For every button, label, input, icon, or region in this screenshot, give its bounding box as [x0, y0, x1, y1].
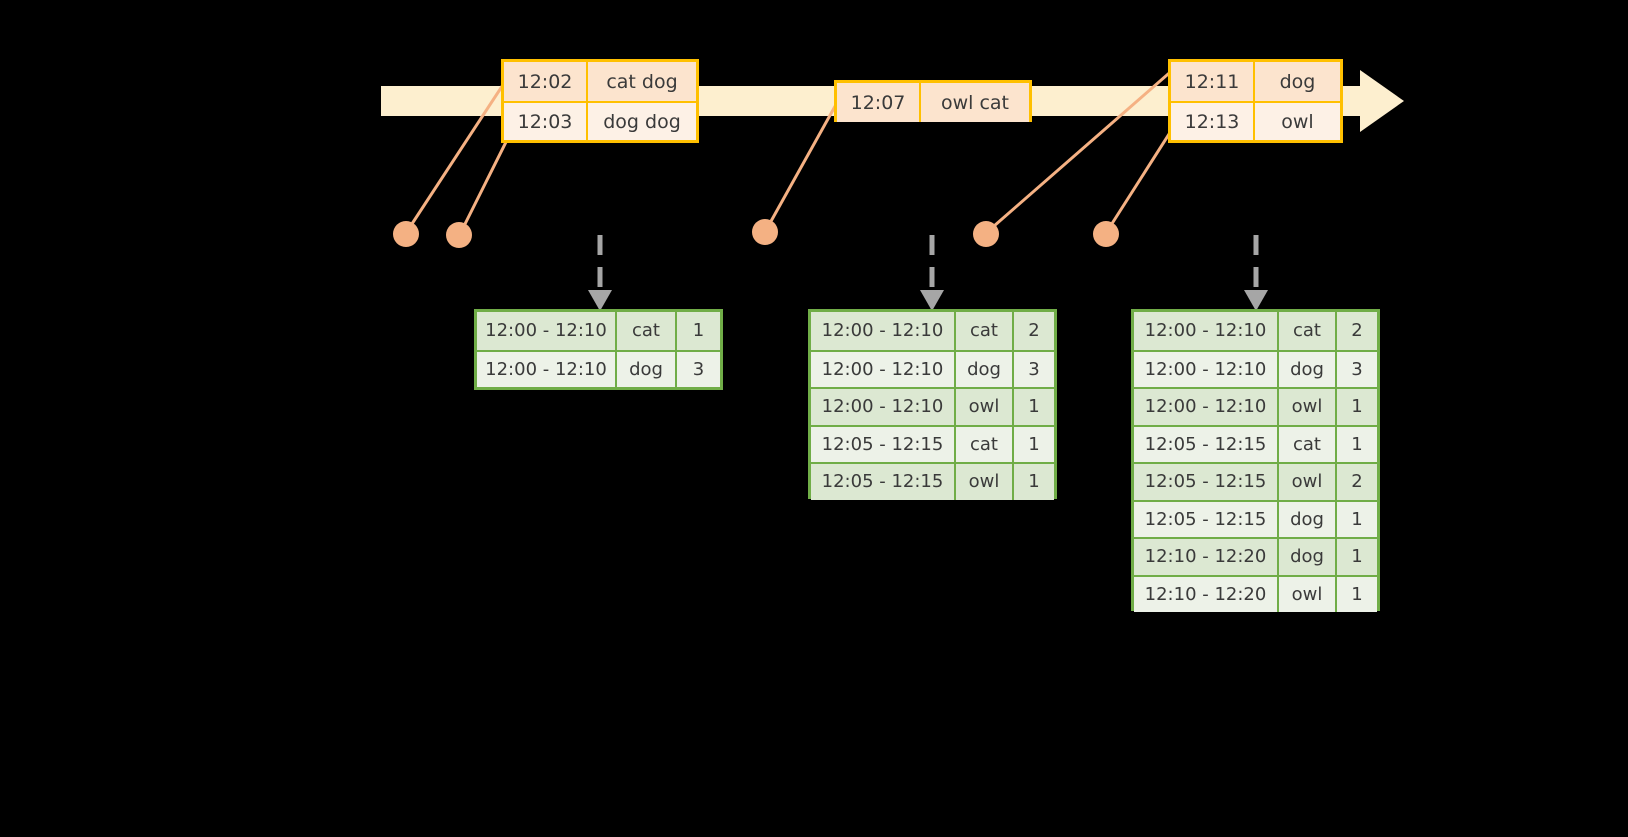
event-words: owl	[1255, 103, 1340, 140]
cell-window: 12:10 - 12:20	[1134, 539, 1279, 575]
cell-window: 12:05 - 12:15	[1134, 501, 1279, 537]
cell-word: dog	[1279, 351, 1337, 387]
cell-word: owl	[956, 389, 1014, 425]
trigger-arrow-1	[588, 235, 612, 311]
cell-count: 2	[1337, 464, 1377, 500]
event-row[interactable]: 12:03 dog dog	[504, 101, 696, 140]
trigger-arrow-2	[920, 235, 944, 311]
cell-count: 3	[1337, 351, 1377, 387]
event-marker-dots	[393, 219, 1119, 248]
event-dot-2	[446, 222, 472, 248]
cell-count: 1	[1337, 576, 1377, 612]
event-time: 12:02	[504, 62, 588, 101]
cell-count: 1	[1337, 539, 1377, 575]
cell-word: cat	[617, 312, 677, 350]
cell-word: owl	[956, 464, 1014, 500]
cell-word: cat	[956, 426, 1014, 462]
table-row[interactable]: 12:10 - 12:20 dog 1	[1134, 537, 1377, 575]
cell-window: 12:00 - 12:10	[811, 389, 956, 425]
table-row[interactable]: 12:00 - 12:10 dog 3	[477, 349, 720, 387]
table-row[interactable]: 12:00 - 12:10 cat 1	[477, 312, 720, 350]
cell-word: dog	[1279, 501, 1337, 537]
cell-count: 1	[1014, 464, 1054, 500]
table-row[interactable]: 12:00 - 12:10 owl 1	[811, 387, 1054, 425]
cell-count: 2	[1337, 312, 1377, 350]
cell-window: 12:05 - 12:15	[1134, 426, 1279, 462]
table-row[interactable]: 12:05 - 12:15 owl 2	[1134, 462, 1377, 500]
event-words: cat dog	[588, 62, 696, 101]
cell-window: 12:00 - 12:10	[1134, 351, 1279, 387]
cell-count: 1	[1337, 389, 1377, 425]
table-row[interactable]: 12:00 - 12:10 cat 2	[811, 312, 1054, 350]
cell-count: 1	[1337, 426, 1377, 462]
cell-count: 1	[1014, 426, 1054, 462]
event-group-1[interactable]: 12:02 cat dog 12:03 dog dog	[501, 59, 699, 143]
event-row[interactable]: 12:13 owl	[1171, 101, 1340, 140]
event-row[interactable]: 12:11 dog	[1171, 62, 1340, 101]
cell-count: 3	[677, 351, 720, 387]
result-table-1[interactable]: 12:00 - 12:10 cat 1 12:00 - 12:10 dog 3	[474, 309, 723, 390]
event-dot-1	[393, 221, 419, 247]
cell-word: dog	[1279, 539, 1337, 575]
cell-window: 12:00 - 12:10	[477, 351, 617, 387]
event-group-2[interactable]: 12:07 owl cat	[834, 80, 1032, 122]
trigger-arrow-3	[1244, 235, 1268, 311]
table-row[interactable]: 12:05 - 12:15 owl 1	[811, 462, 1054, 500]
result-table-2[interactable]: 12:00 - 12:10 cat 2 12:00 - 12:10 dog 3 …	[808, 309, 1057, 500]
event-row[interactable]: 12:07 owl cat	[837, 83, 1029, 122]
cell-count: 1	[1337, 501, 1377, 537]
table-row[interactable]: 12:05 - 12:15 cat 1	[811, 424, 1054, 462]
event-words: dog dog	[588, 103, 696, 140]
event-dot-4	[973, 221, 999, 247]
cell-window: 12:00 - 12:10	[1134, 312, 1279, 350]
event-time: 12:03	[504, 103, 588, 140]
cell-count: 2	[1014, 312, 1054, 350]
table-row[interactable]: 12:05 - 12:15 dog 1	[1134, 499, 1377, 537]
table-row[interactable]: 12:00 - 12:10 cat 2	[1134, 312, 1377, 350]
event-time: 12:11	[1171, 62, 1255, 101]
event-words: owl cat	[921, 83, 1029, 122]
cell-word: cat	[1279, 312, 1337, 350]
cell-window: 12:00 - 12:10	[811, 312, 956, 350]
cell-window: 12:10 - 12:20	[1134, 576, 1279, 612]
cell-word: owl	[1279, 464, 1337, 500]
trigger-arrows	[588, 235, 1268, 311]
cell-count: 1	[1014, 389, 1054, 425]
table-row[interactable]: 12:00 - 12:10 dog 3	[1134, 349, 1377, 387]
cell-word: owl	[1279, 389, 1337, 425]
table-row[interactable]: 12:00 - 12:10 dog 3	[811, 349, 1054, 387]
event-dot-5	[1093, 221, 1119, 247]
cell-word: cat	[956, 312, 1014, 350]
event-words: dog	[1255, 62, 1340, 101]
event-time: 12:13	[1171, 103, 1255, 140]
cell-window: 12:05 - 12:15	[1134, 464, 1279, 500]
cell-count: 1	[677, 312, 720, 350]
cell-word: owl	[1279, 576, 1337, 612]
cell-window: 12:00 - 12:10	[477, 312, 617, 350]
cell-word: cat	[1279, 426, 1337, 462]
cell-window: 12:05 - 12:15	[811, 426, 956, 462]
cell-word: dog	[617, 351, 677, 387]
table-row[interactable]: 12:05 - 12:15 cat 1	[1134, 424, 1377, 462]
event-dot-3	[752, 219, 778, 245]
event-row[interactable]: 12:02 cat dog	[504, 62, 696, 101]
table-row[interactable]: 12:00 - 12:10 owl 1	[1134, 387, 1377, 425]
event-group-3[interactable]: 12:11 dog 12:13 owl	[1168, 59, 1343, 143]
cell-window: 12:05 - 12:15	[811, 464, 956, 500]
cell-window: 12:00 - 12:10	[1134, 389, 1279, 425]
event-time: 12:07	[837, 83, 921, 122]
cell-window: 12:00 - 12:10	[811, 351, 956, 387]
cell-word: dog	[956, 351, 1014, 387]
cell-count: 3	[1014, 351, 1054, 387]
result-table-3[interactable]: 12:00 - 12:10 cat 2 12:00 - 12:10 dog 3 …	[1131, 309, 1380, 612]
table-row[interactable]: 12:10 - 12:20 owl 1	[1134, 574, 1377, 612]
